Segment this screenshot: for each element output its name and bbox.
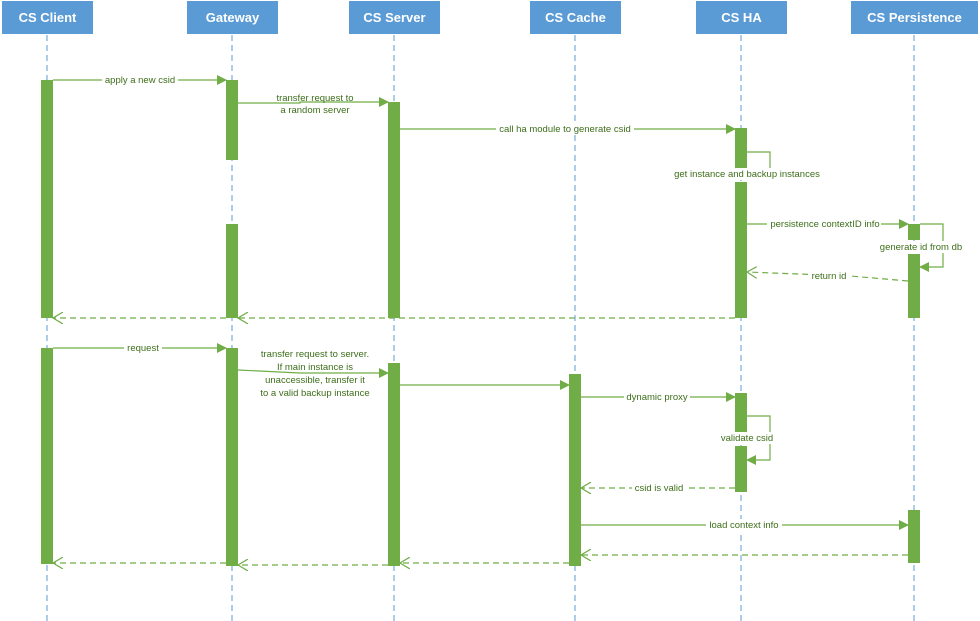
activation-gateway-1 bbox=[226, 80, 238, 160]
msg-transfer-random-line1: transfer request to bbox=[276, 93, 353, 104]
msg-dynamic-proxy: dynamic proxy bbox=[626, 392, 687, 403]
msg-apply-new-csid: apply a new csid bbox=[105, 75, 175, 86]
msg-validate-csid: validate csid bbox=[721, 433, 773, 444]
msg-call-ha: call ha module to generate csid bbox=[499, 124, 631, 135]
activation-client-2 bbox=[41, 348, 53, 564]
msg-csid-valid: csid is valid bbox=[635, 483, 684, 494]
header-cs-persistence-label: CS Persistence bbox=[867, 10, 962, 25]
activation-persistence-1 bbox=[908, 224, 920, 240]
activation-cache-1 bbox=[569, 374, 581, 566]
header-gateway bbox=[187, 1, 278, 34]
msg-transfer-server-line2: If main instance is bbox=[277, 362, 353, 373]
msg-return-id: return id bbox=[812, 271, 847, 282]
activation-client-1 bbox=[41, 80, 53, 318]
msg-request: request bbox=[127, 343, 159, 354]
msg-transfer-server-line4: to a valid backup instance bbox=[260, 388, 369, 399]
msg-load-context: load context info bbox=[709, 520, 778, 531]
msg-get-instances: get instance and backup instances bbox=[674, 169, 820, 180]
header-cs-persistence bbox=[851, 1, 978, 34]
msg-transfer-server-line1: transfer request to server. bbox=[261, 349, 369, 360]
activation-persistence-2 bbox=[908, 254, 920, 318]
header-cs-client-label: CS Client bbox=[19, 10, 77, 25]
msg-persist-context: persistence contextID info bbox=[770, 219, 879, 230]
activation-ha-1 bbox=[735, 128, 747, 168]
header-cs-server-label: CS Server bbox=[363, 10, 425, 25]
activation-persistence-3 bbox=[908, 510, 920, 563]
activation-ha-2 bbox=[735, 182, 747, 318]
header-cs-server bbox=[349, 1, 440, 34]
activation-ha-4 bbox=[735, 446, 747, 492]
header-cs-ha bbox=[696, 1, 787, 34]
header-gateway-label: Gateway bbox=[206, 10, 260, 25]
header-cs-cache bbox=[530, 1, 621, 34]
msg-transfer-server-line3: unaccessible, transfer it bbox=[265, 375, 365, 386]
arrow-transfer-server bbox=[237, 368, 389, 378]
msg-generate-id: generate id from db bbox=[880, 242, 962, 253]
arrow-transfer-random bbox=[238, 97, 389, 107]
activation-gateway-2 bbox=[226, 224, 238, 318]
activation-gateway-3 bbox=[226, 348, 238, 566]
header-cs-ha-label: CS HA bbox=[721, 10, 762, 25]
header-cs-client bbox=[2, 1, 93, 34]
activation-server-1 bbox=[388, 102, 400, 318]
header-cs-cache-label: CS Cache bbox=[545, 10, 606, 25]
activation-server-2 bbox=[388, 363, 400, 566]
msg-transfer-random-line2: a random server bbox=[280, 105, 349, 116]
activation-ha-3 bbox=[735, 393, 747, 432]
